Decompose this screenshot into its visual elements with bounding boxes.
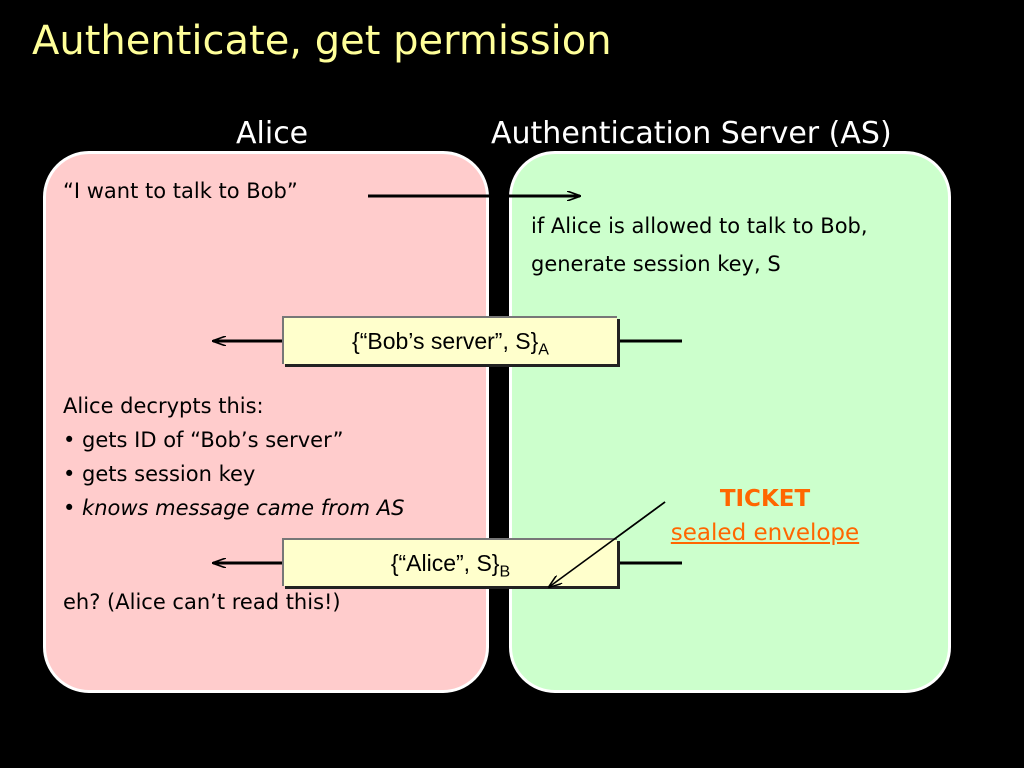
alice-cant-read: eh? (Alice can’t read this!) bbox=[63, 590, 341, 614]
message-2-text: {“Alice”, S} bbox=[390, 550, 500, 576]
slide-title: Authenticate, get permission bbox=[32, 18, 612, 64]
alice-bullet-3: • knows message came from AS bbox=[63, 496, 405, 520]
server-check-line-2: generate session key, S bbox=[531, 252, 781, 276]
server-heading: Authentication Server (AS) bbox=[491, 116, 892, 151]
alice-bullet-2: • gets session key bbox=[63, 462, 256, 486]
ticket-description: sealed envelope bbox=[670, 520, 860, 546]
server-check-line-1: if Alice is allowed to talk to Bob, bbox=[531, 214, 868, 238]
message-1-subscript: A bbox=[538, 341, 549, 359]
alice-heading: Alice bbox=[236, 116, 309, 151]
message-box-bobs-server: {“Bob’s server”, S}A bbox=[282, 316, 617, 364]
alice-bullet-1: • gets ID of “Bob’s server” bbox=[63, 428, 344, 452]
alice-panel bbox=[43, 151, 489, 693]
alice-decrypt-title: Alice decrypts this: bbox=[63, 394, 264, 418]
ticket-label: TICKET bbox=[719, 486, 811, 512]
message-2-subscript: B bbox=[499, 563, 511, 581]
ticket-pointer-arrow-overlay bbox=[549, 501, 666, 587]
server-panel bbox=[509, 151, 951, 693]
message-1-text: {“Bob’s server”, S} bbox=[352, 328, 539, 354]
alice-request: “I want to talk to Bob” bbox=[63, 179, 298, 203]
